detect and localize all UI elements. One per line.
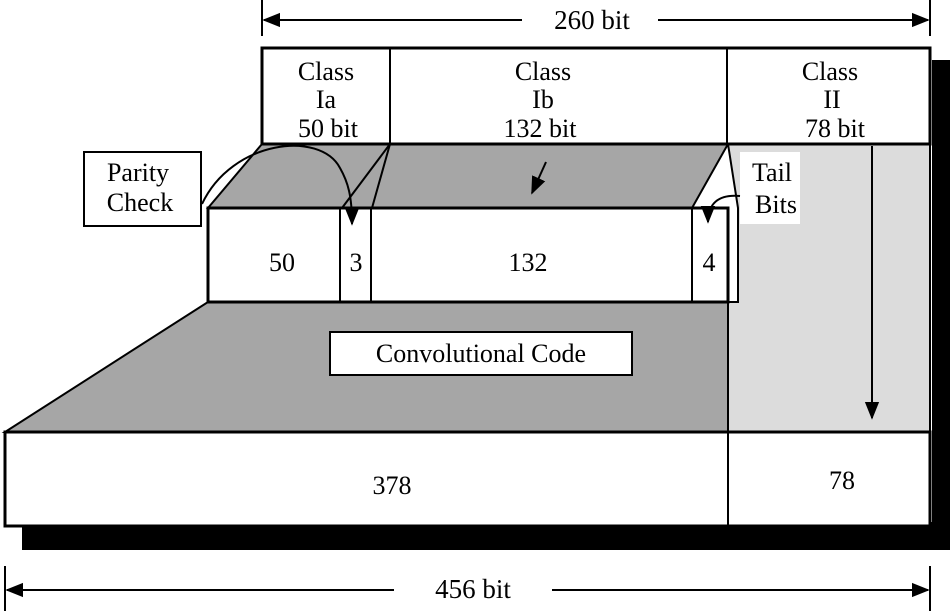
parity-source-line-2 <box>371 143 391 209</box>
segment-tail-bits: 4 <box>703 248 716 277</box>
segment-parity-bits: 3 <box>350 248 363 277</box>
segment-class-ib-bits: 132 <box>509 248 548 277</box>
class-ia-name: Ia <box>316 85 337 114</box>
class-ia-title: Class <box>298 57 354 86</box>
parity-check-label-line2: Check <box>107 188 173 217</box>
class-ia-cell: Class Ia 50 bit <box>298 57 359 143</box>
class-ii-bits: 78 bit <box>805 114 866 143</box>
convolutional-code-box: Convolutional Code <box>329 331 633 376</box>
top-dimension: 260 bit <box>261 0 931 36</box>
class-i-funnel-region <box>205 143 730 209</box>
class-ii-cell: Class II 78 bit <box>802 57 866 143</box>
top-dimension-label: 260 bit <box>554 5 630 35</box>
tail-bits-callout: Tail Bits <box>740 152 800 224</box>
coded-bits-count: 378 <box>373 471 412 500</box>
class-ii-title: Class <box>802 57 858 86</box>
bottom-dimension-label: 456 bit <box>435 574 511 604</box>
class-ib-title: Class <box>515 57 571 86</box>
class-ib-arrow <box>531 161 547 195</box>
class-ib-name: Ib <box>532 85 554 114</box>
tail-bits-label-line2: Bits <box>755 190 797 219</box>
tail-bits-arrow <box>700 194 741 224</box>
input-class-block: Class Ia 50 bit Class Ib 132 bit Class I… <box>260 46 932 146</box>
middle-bit-block: 50 3 132 4 <box>206 206 730 304</box>
class-ib-bits: 132 bit <box>504 114 578 143</box>
uncoded-bits-count: 78 <box>829 466 855 495</box>
convolutional-code-label: Convolutional Code <box>376 339 586 368</box>
parity-arrow <box>201 144 360 226</box>
class-ib-cell: Class Ib 132 bit <box>504 57 578 143</box>
parity-check-label-line1: Parity <box>107 158 169 187</box>
output-block: 378 78 <box>3 430 932 528</box>
parity-check-callout: Parity Check <box>83 151 202 227</box>
flow-arrows <box>201 143 880 420</box>
bottom-dimension: 456 bit <box>4 566 931 611</box>
tail-bits-label-line1: Tail <box>752 158 792 187</box>
parity-source-line-1 <box>341 143 391 209</box>
class-ii-name: II <box>823 85 840 114</box>
class-ia-bits: 50 bit <box>298 114 359 143</box>
segment-class-ia-bits: 50 <box>269 248 295 277</box>
